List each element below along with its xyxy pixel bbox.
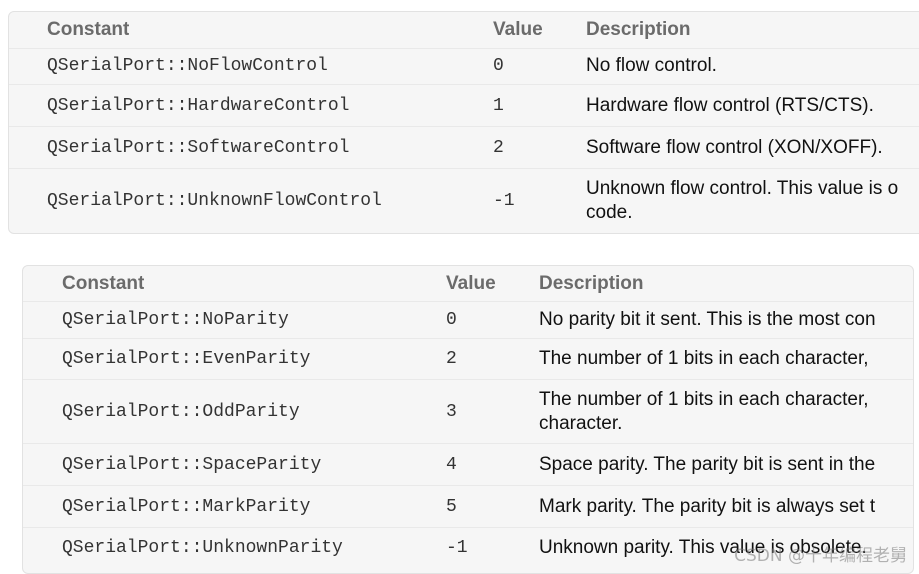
constant-cell: QSerialPort::NoFlowControl [47,48,328,84]
constant-cell: QSerialPort::MarkParity [62,486,310,527]
parity-table: Constant Value Description QSerialPort::… [22,265,914,574]
value-cell: -1 [446,528,468,568]
description-cell: Unknown flow control. This value is o co… [586,169,919,233]
header-constant: Constant [47,12,129,48]
description-cell: Mark parity. The parity bit is always se… [539,486,904,527]
description-cell: Hardware flow control (RTS/CTS). [586,85,919,126]
constant-cell: QSerialPort::UnknownParity [62,528,343,568]
header-value: Value [446,266,496,301]
table-row: QSerialPort::SpaceParity 4 Space parity.… [23,444,913,486]
description-line: code. [586,201,632,225]
table-row: QSerialPort::SoftwareControl 2 Software … [9,127,919,169]
table-row: QSerialPort::UnknownFlowControl -1 Unkno… [9,169,919,233]
value-cell: 2 [493,127,504,168]
value-cell: 1 [493,85,504,126]
table-row: QSerialPort::HardwareControl 1 Hardware … [9,85,919,127]
watermark: CSDN @十年编程老舅 [734,541,907,566]
description-cell: The number of 1 bits in each character, [539,339,904,379]
table-row: QSerialPort::NoParity 0 No parity bit it… [23,301,913,339]
flow-control-table: Constant Value Description QSerialPort::… [8,11,919,234]
value-cell: 0 [446,301,457,338]
table-row: QSerialPort::EvenParity 2 The number of … [23,339,913,380]
constant-cell: QSerialPort::NoParity [62,301,289,338]
value-cell: 2 [446,339,457,379]
constant-cell: QSerialPort::SoftwareControl [47,127,349,168]
value-cell: 4 [446,444,457,485]
table-row: QSerialPort::OddParity 3 The number of 1… [23,380,913,444]
value-cell: 0 [493,48,504,84]
description-line: character. [539,412,622,436]
table-row: QSerialPort::NoFlowControl 0 No flow con… [9,48,919,85]
constant-cell: QSerialPort::OddParity [62,380,300,443]
value-cell: -1 [493,169,515,233]
value-cell: 5 [446,486,457,527]
constant-cell: QSerialPort::HardwareControl [47,85,349,126]
table-header-row: Constant Value Description [23,266,913,302]
header-constant: Constant [62,266,144,301]
description-cell: Space parity. The parity bit is sent in … [539,444,904,485]
table-header-row: Constant Value Description [9,12,919,49]
header-description: Description [586,12,691,48]
value-cell: 3 [446,380,457,443]
description-line: Unknown flow control. This value is o [586,177,898,201]
constant-cell: QSerialPort::SpaceParity [62,444,321,485]
description-cell: The number of 1 bits in each character, … [539,380,904,443]
description-cell: No flow control. [586,48,919,84]
header-value: Value [493,12,543,48]
constant-cell: QSerialPort::EvenParity [62,339,310,379]
header-description: Description [539,266,644,301]
description-cell: No parity bit it sent. This is the most … [539,301,904,338]
description-line: The number of 1 bits in each character, [539,388,869,412]
table-row: QSerialPort::MarkParity 5 Mark parity. T… [23,486,913,528]
description-cell: Software flow control (XON/XOFF). [586,127,919,168]
constant-cell: QSerialPort::UnknownFlowControl [47,169,382,233]
